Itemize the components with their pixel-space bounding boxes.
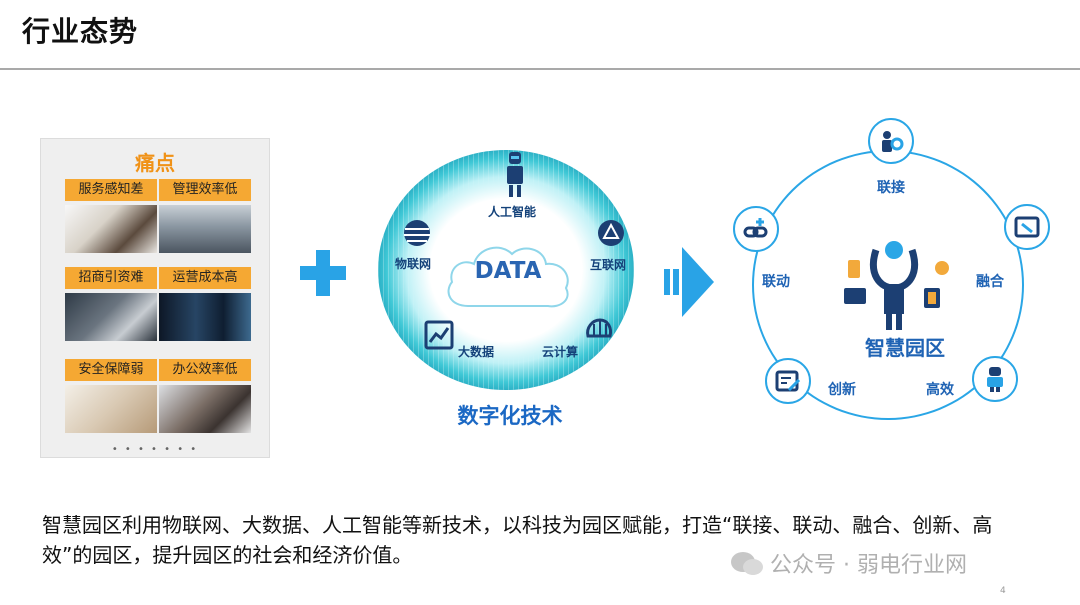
- stressed-worker-photo: [159, 385, 251, 433]
- title-divider: [0, 68, 1080, 70]
- node-fusion: [1004, 204, 1050, 250]
- pain-item-label: 安全保障弱: [65, 359, 157, 381]
- pain-item: 安全保障弱: [65, 359, 157, 433]
- link-icon: [743, 218, 768, 238]
- tech-label-cloud: 云计算: [542, 345, 579, 359]
- pain-item-label: 招商引资难: [65, 267, 157, 289]
- gear-person-icon: [882, 131, 904, 152]
- node-label-efficiency: 高效: [926, 382, 954, 398]
- cloud-shell-icon: [586, 318, 612, 338]
- pain-item-label: 办公效率低: [159, 359, 251, 381]
- pain-points-panel: 痛点 服务感知差 管理效率低 招商引资难 运营成本高 安全保障弱 办公效率低 •…: [40, 138, 270, 458]
- page-title: 行业态势: [22, 15, 139, 48]
- globe-icon: [404, 220, 430, 246]
- pain-item: 招商引资难: [65, 267, 157, 341]
- pain-item: 运营成本高: [159, 267, 251, 341]
- laptop-photo: [65, 293, 157, 341]
- node-label-linkage: 联动: [762, 274, 790, 290]
- tech-label-ai: 人工智能: [488, 205, 537, 219]
- data-label: DATA: [474, 258, 542, 284]
- pain-item: 办公效率低: [159, 359, 251, 433]
- right-arrow-icon: [664, 247, 714, 317]
- node-efficiency: [972, 356, 1018, 402]
- pain-item-label: 服务感知差: [65, 179, 157, 201]
- node-innovation: [765, 358, 811, 404]
- pain-item: 管理效率低: [159, 179, 251, 253]
- tech-label-internet: 互联网: [590, 258, 627, 272]
- watermark-text: 公众号 · 弱电行业网: [770, 553, 967, 578]
- chart-icon: [424, 320, 454, 350]
- robot-icon: [507, 152, 523, 197]
- handshake-photo: [65, 385, 157, 433]
- server-room-photo: [159, 293, 251, 341]
- robot-icon: [987, 367, 1003, 392]
- pain-points-title: 痛点: [135, 151, 175, 175]
- node-label-fusion: 融合: [976, 274, 1004, 290]
- summary-paragraph: 智慧园区利用物联网、大数据、人工智能等新技术，以科技为园区赋能，打造“联接、联动…: [42, 513, 993, 567]
- pain-item-label: 管理效率低: [159, 179, 251, 201]
- node-linkage: [733, 206, 779, 252]
- smart-park-title: 智慧园区: [865, 336, 945, 360]
- screen-icon: [1014, 216, 1040, 238]
- pain-item: 服务感知差: [65, 179, 157, 253]
- wechat-icon: [731, 552, 763, 575]
- network-globe-icon: [598, 220, 624, 246]
- tech-label-iot: 物联网: [395, 257, 432, 271]
- plus-icon: [300, 250, 346, 296]
- node-connect: [868, 118, 914, 164]
- tech-label-bigdata: 大数据: [458, 345, 495, 359]
- pagination-dots: • • • • • • •: [111, 444, 199, 455]
- businessman-illustration: [844, 241, 949, 330]
- document-edit-icon: [775, 370, 801, 392]
- office-photo: [159, 205, 251, 253]
- cloud-icon: [447, 246, 569, 308]
- digital-tech-caption: 数字化技术: [457, 404, 563, 428]
- node-label-connect: 联接: [877, 180, 905, 196]
- pain-item-label: 运营成本高: [159, 267, 251, 289]
- meeting-photo: [65, 205, 157, 253]
- page-number: 4: [1000, 586, 1006, 596]
- node-label-innovation: 创新: [828, 382, 856, 398]
